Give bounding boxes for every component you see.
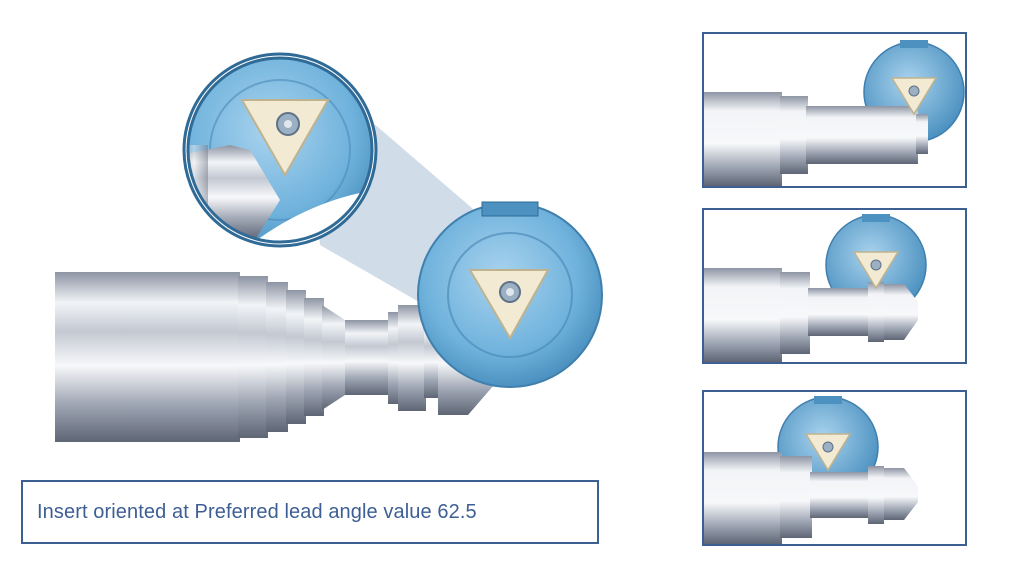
tool-holder xyxy=(417,201,603,388)
cutting-insert-icon xyxy=(468,269,550,341)
caption-text: Insert oriented at Preferred lead angle … xyxy=(37,500,477,523)
lathe-workpiece-icon xyxy=(55,272,500,442)
thumbnail-stage-2 xyxy=(702,208,967,364)
caption-box: Insert oriented at Preferred lead angle … xyxy=(21,480,599,544)
thumbnail-stage-1 xyxy=(702,32,967,188)
cutting-insert-icon xyxy=(890,77,938,116)
cutting-insert-icon xyxy=(804,433,852,472)
zoom-bubble xyxy=(182,52,378,248)
thumbnail-stage-3 xyxy=(702,390,967,546)
cutting-insert-icon xyxy=(852,251,900,290)
